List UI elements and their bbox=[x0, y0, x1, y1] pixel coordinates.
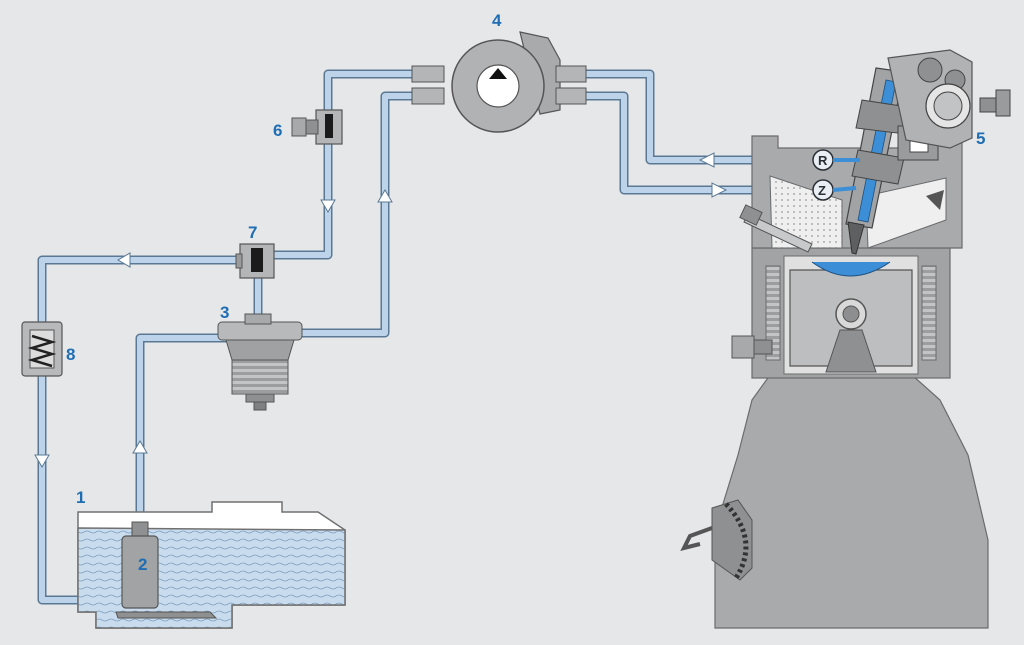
arrow-up-pump bbox=[132, 440, 148, 454]
label-sensor-valve: 6 bbox=[273, 121, 282, 140]
pump-direction-icon bbox=[489, 68, 507, 79]
arrow-left-return bbox=[117, 252, 131, 268]
arrow-right-Z bbox=[711, 182, 728, 198]
arrow-up-supply bbox=[377, 189, 393, 203]
fuel-lines bbox=[37, 69, 757, 605]
engine-cross-section bbox=[680, 49, 1011, 629]
pressure-sensor-valve bbox=[291, 109, 343, 145]
label-cooler: 8 bbox=[66, 345, 75, 364]
arrow-down-tank bbox=[34, 454, 50, 468]
label-injector: 5 bbox=[976, 129, 985, 148]
arrow-down-return bbox=[320, 199, 336, 213]
label-high-pressure-pump: 4 bbox=[492, 11, 502, 30]
electric-fuel-pump bbox=[115, 521, 218, 619]
label-distribution-valve: 7 bbox=[248, 223, 257, 242]
label-return-port: R bbox=[818, 153, 828, 168]
arrow-left-R bbox=[698, 152, 715, 168]
label-filter: 3 bbox=[220, 303, 229, 322]
label-supply-port: Z bbox=[818, 183, 826, 198]
fuel-cooler bbox=[21, 321, 63, 377]
label-tank: 1 bbox=[76, 488, 85, 507]
high-pressure-pump bbox=[411, 31, 587, 133]
label-pump: 2 bbox=[138, 555, 147, 574]
flow-arrows bbox=[34, 152, 728, 468]
fuel-tank bbox=[77, 501, 346, 629]
fuel-filter bbox=[217, 313, 303, 411]
component-labels: 1 2 3 4 5 6 7 8 R Z bbox=[66, 11, 985, 574]
distribution-valve bbox=[235, 243, 275, 279]
camshaft-housing bbox=[887, 49, 1011, 149]
